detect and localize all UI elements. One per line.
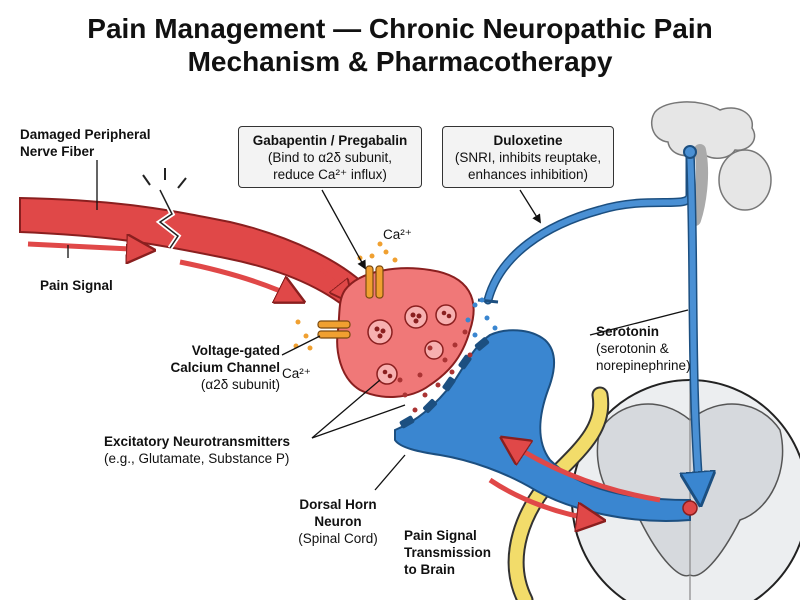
calcium-label-top: Ca²⁺ [383,227,412,242]
pain-signal-arrow-2 [179,259,300,300]
duloxetine-box: Duloxetine (SNRI, inhibits reuptake, enh… [442,126,614,188]
duloxetine-name: Duloxetine [493,133,563,148]
dorsal-horn-neuron [394,329,698,522]
descending-pathway [477,145,700,500]
nerve-fiber-label: Damaged Peripheral Nerve Fiber [20,127,151,159]
excitatory-label: Excitatory Neurotransmitters (e.g., Glut… [104,434,291,466]
vgcc-label: Voltage-gated Calcium Channel (α2δ subun… [170,343,280,392]
gabapentin-name: Gabapentin / Pregabalin [252,133,408,148]
serotonin-label: Serotonin (serotonin & norepinephrine) [596,324,691,373]
transmission-arrow-up [505,440,661,503]
transmission-arrow-down [488,477,600,520]
calcium-channel-top [365,265,384,299]
pain-signal-arrow-3 [249,228,350,300]
gabapentin-box: Gabapentin / Pregabalin (Bind to α2δ sub… [238,126,422,188]
calcium-label-left: Ca²⁺ [282,366,311,381]
leader-lines [67,160,689,491]
calcium-channel-left [317,320,351,339]
neurotransmitter-dots [397,297,498,413]
transmission-label: Pain Signal Transmission to Brain [404,528,492,577]
dorsal-horn-label: Dorsal Horn Neuron (Spinal Cord) [298,497,378,546]
title-line-1: Pain Management — Chronic Neuropathic Pa… [87,13,713,44]
title-line-2: Mechanism & Pharmacotherapy [187,46,613,77]
pain-signal-label: Pain Signal [40,278,113,293]
pain-signal-arrow-1 [27,244,150,250]
presynaptic-terminal [336,267,475,398]
page-title: Pain Management — Chronic Neuropathic Pa… [0,12,800,78]
